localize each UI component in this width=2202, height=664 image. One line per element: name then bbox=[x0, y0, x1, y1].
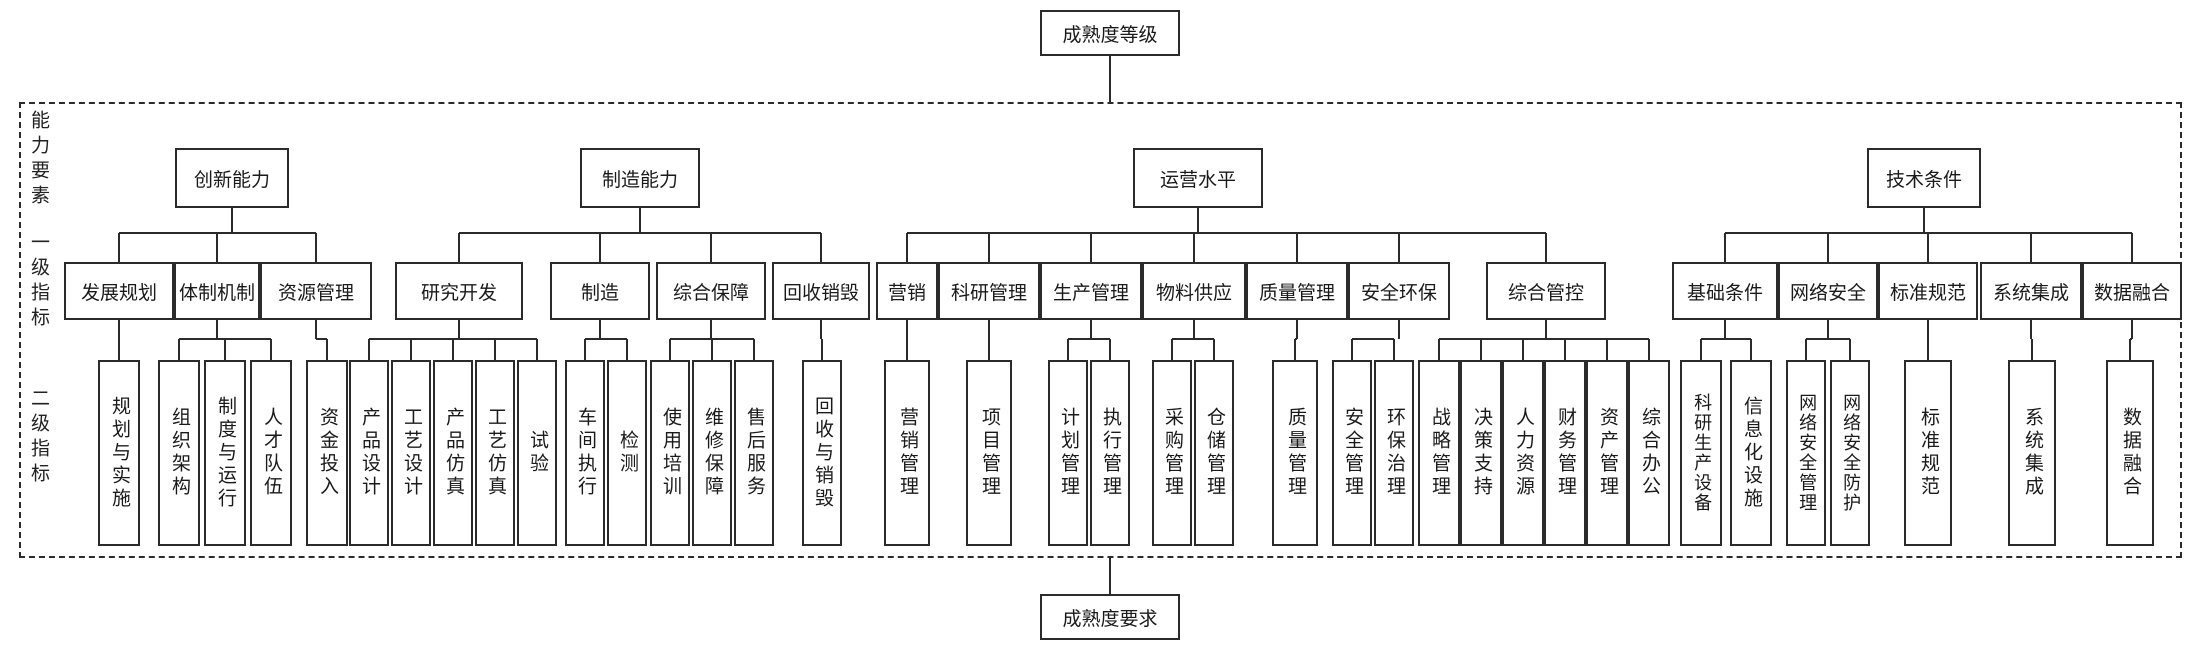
level2-indicator-3-7-5: 资产管理 bbox=[1586, 360, 1628, 546]
capability-elements-frame bbox=[19, 102, 2182, 558]
level2-indicator-3-2-1: 项目管理 bbox=[966, 360, 1012, 546]
level2-indicator-3-7-6: 综合办公 bbox=[1628, 360, 1670, 546]
level2-indicator-3-1-1: 营销管理 bbox=[884, 360, 930, 546]
level2-box-1-1: 发展规划 bbox=[64, 262, 174, 320]
level2-indicator-1-2-3: 人才队伍 bbox=[250, 360, 292, 546]
level1-box-2: 制造能力 bbox=[580, 148, 700, 208]
level2-box-1-3: 资源管理 bbox=[260, 262, 372, 320]
level2-box-4-5: 数据融合 bbox=[2082, 262, 2182, 320]
level1-box-1: 创新能力 bbox=[175, 148, 289, 208]
level2-indicator-1-2-1: 组织架构 bbox=[158, 360, 200, 546]
level2-indicator-3-7-2: 决策支持 bbox=[1460, 360, 1502, 546]
level2-indicator-3-4-2: 仓储管理 bbox=[1194, 360, 1234, 546]
level1-box-3: 运营水平 bbox=[1133, 148, 1263, 208]
level2-indicator-3-7-4: 财务管理 bbox=[1544, 360, 1586, 546]
side-label-capability: 能力要素 bbox=[28, 110, 50, 210]
level2-indicator-1-3-1: 资金投入 bbox=[306, 360, 348, 546]
level2-indicator-3-3-1: 计划管理 bbox=[1048, 360, 1088, 546]
level2-indicator-2-3-2: 维修保障 bbox=[692, 360, 732, 546]
level2-box-3-7: 综合管控 bbox=[1486, 262, 1606, 320]
level2-indicator-3-7-1: 战略管理 bbox=[1418, 360, 1460, 546]
level2-box-2-4: 回收销毁 bbox=[772, 262, 870, 320]
level1-box-4: 技术条件 bbox=[1867, 148, 1981, 208]
level2-indicator-4-4-1: 系统集成 bbox=[2008, 360, 2056, 546]
level2-indicator-2-2-1: 车间执行 bbox=[565, 360, 605, 546]
level2-box-3-2: 科研管理 bbox=[938, 262, 1040, 320]
side-label-level2: 二级指标 bbox=[28, 388, 50, 488]
level2-indicator-3-5-1: 质量管理 bbox=[1272, 360, 1318, 546]
level2-box-2-2: 制造 bbox=[550, 262, 650, 320]
level2-indicator-2-1-4: 工艺仿真 bbox=[475, 360, 515, 546]
level2-indicator-4-1-2: 信息化设施 bbox=[1730, 360, 1772, 546]
level2-box-3-4: 物料供应 bbox=[1142, 262, 1246, 320]
level2-box-4-1: 基础条件 bbox=[1672, 262, 1778, 320]
level2-indicator-3-6-2: 环保治理 bbox=[1374, 360, 1414, 546]
level2-box-3-1: 营销 bbox=[876, 262, 938, 320]
level2-indicator-4-1-1: 科研生产设备 bbox=[1680, 360, 1722, 546]
level2-indicator-3-4-1: 采购管理 bbox=[1152, 360, 1192, 546]
level2-box-2-3: 综合保障 bbox=[656, 262, 766, 320]
level2-indicator-4-2-2: 网络安全防护 bbox=[1830, 360, 1870, 546]
level2-indicator-2-1-1: 产品设计 bbox=[349, 360, 389, 546]
level2-indicator-3-3-2: 执行管理 bbox=[1090, 360, 1130, 546]
level2-indicator-2-3-1: 使用培训 bbox=[650, 360, 690, 546]
level2-box-2-1: 研究开发 bbox=[395, 262, 523, 320]
maturity-requirement-box: 成熟度要求 bbox=[1040, 594, 1180, 640]
level2-box-3-6: 安全环保 bbox=[1348, 262, 1450, 320]
level2-indicator-2-2-2: 检测 bbox=[607, 360, 647, 546]
level2-box-4-2: 网络安全 bbox=[1778, 262, 1878, 320]
level2-indicator-4-5-1: 数据融合 bbox=[2106, 360, 2154, 546]
level2-indicator-2-1-2: 工艺设计 bbox=[391, 360, 431, 546]
level2-indicator-3-7-3: 人力资源 bbox=[1502, 360, 1544, 546]
level2-indicator-2-1-3: 产品仿真 bbox=[433, 360, 473, 546]
level2-box-1-2: 体制机制 bbox=[174, 262, 260, 320]
level2-box-3-3: 生产管理 bbox=[1040, 262, 1142, 320]
level2-indicator-2-3-3: 售后服务 bbox=[734, 360, 774, 546]
level2-indicator-4-2-1: 网络安全管理 bbox=[1786, 360, 1826, 546]
level2-box-4-3: 标准规范 bbox=[1878, 262, 1978, 320]
side-label-level1: 一级指标 bbox=[28, 232, 50, 332]
level2-indicator-1-2-2: 制度与运行 bbox=[204, 360, 246, 546]
level2-indicator-1-1-1: 规划与实施 bbox=[98, 360, 140, 546]
level2-box-3-5: 质量管理 bbox=[1246, 262, 1348, 320]
level2-indicator-2-4-1: 回收与销毁 bbox=[802, 360, 842, 546]
maturity-level-box: 成熟度等级 bbox=[1040, 10, 1180, 56]
level2-indicator-3-6-1: 安全管理 bbox=[1332, 360, 1372, 546]
level2-indicator-2-1-5: 试验 bbox=[517, 360, 557, 546]
level2-box-4-4: 系统集成 bbox=[1980, 262, 2082, 320]
level2-indicator-4-3-1: 标准规范 bbox=[1904, 360, 1952, 546]
